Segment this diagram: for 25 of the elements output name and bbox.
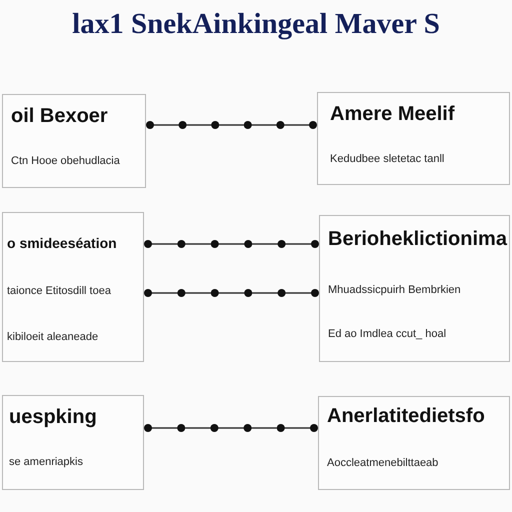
- text-box: [2, 395, 144, 490]
- text-box: [318, 396, 510, 490]
- box-heading: oil Bexoer: [11, 105, 108, 128]
- box-description: Mhuadssicpuirh Bembrkien: [328, 284, 461, 296]
- dotted-connector: [145, 424, 318, 432]
- box-description: Kedudbee sletetac tanll: [330, 153, 444, 165]
- box-description: Ed ao Imdlea ccut_ hoal: [328, 328, 446, 340]
- box-heading: Berioheklictionima: [328, 228, 507, 251]
- dotted-connector: [145, 240, 318, 248]
- box-heading: uespking: [9, 406, 97, 429]
- box-description: taionce Etitosdill toea: [7, 285, 111, 297]
- text-box: [317, 92, 510, 185]
- dotted-connector: [147, 121, 316, 129]
- box-heading: Amere Meelif: [330, 103, 454, 126]
- dotted-connector: [145, 289, 318, 297]
- box-description: kibiloeit aleaneade: [7, 331, 98, 343]
- box-description: Ctn Hooe obehudlacia: [11, 155, 120, 167]
- diagram-title: lax1 SnekAinkingeal Maver S: [71, 8, 441, 41]
- text-box: [2, 94, 146, 188]
- box-description: se amenriapkis: [9, 456, 83, 468]
- box-description: Aoccleatmenebilttaeab: [327, 457, 438, 469]
- text-box: [2, 212, 144, 362]
- box-heading: Anerlatitedietsfo: [327, 405, 485, 428]
- text-box: [319, 215, 510, 362]
- box-heading: o smideeséation: [7, 235, 117, 251]
